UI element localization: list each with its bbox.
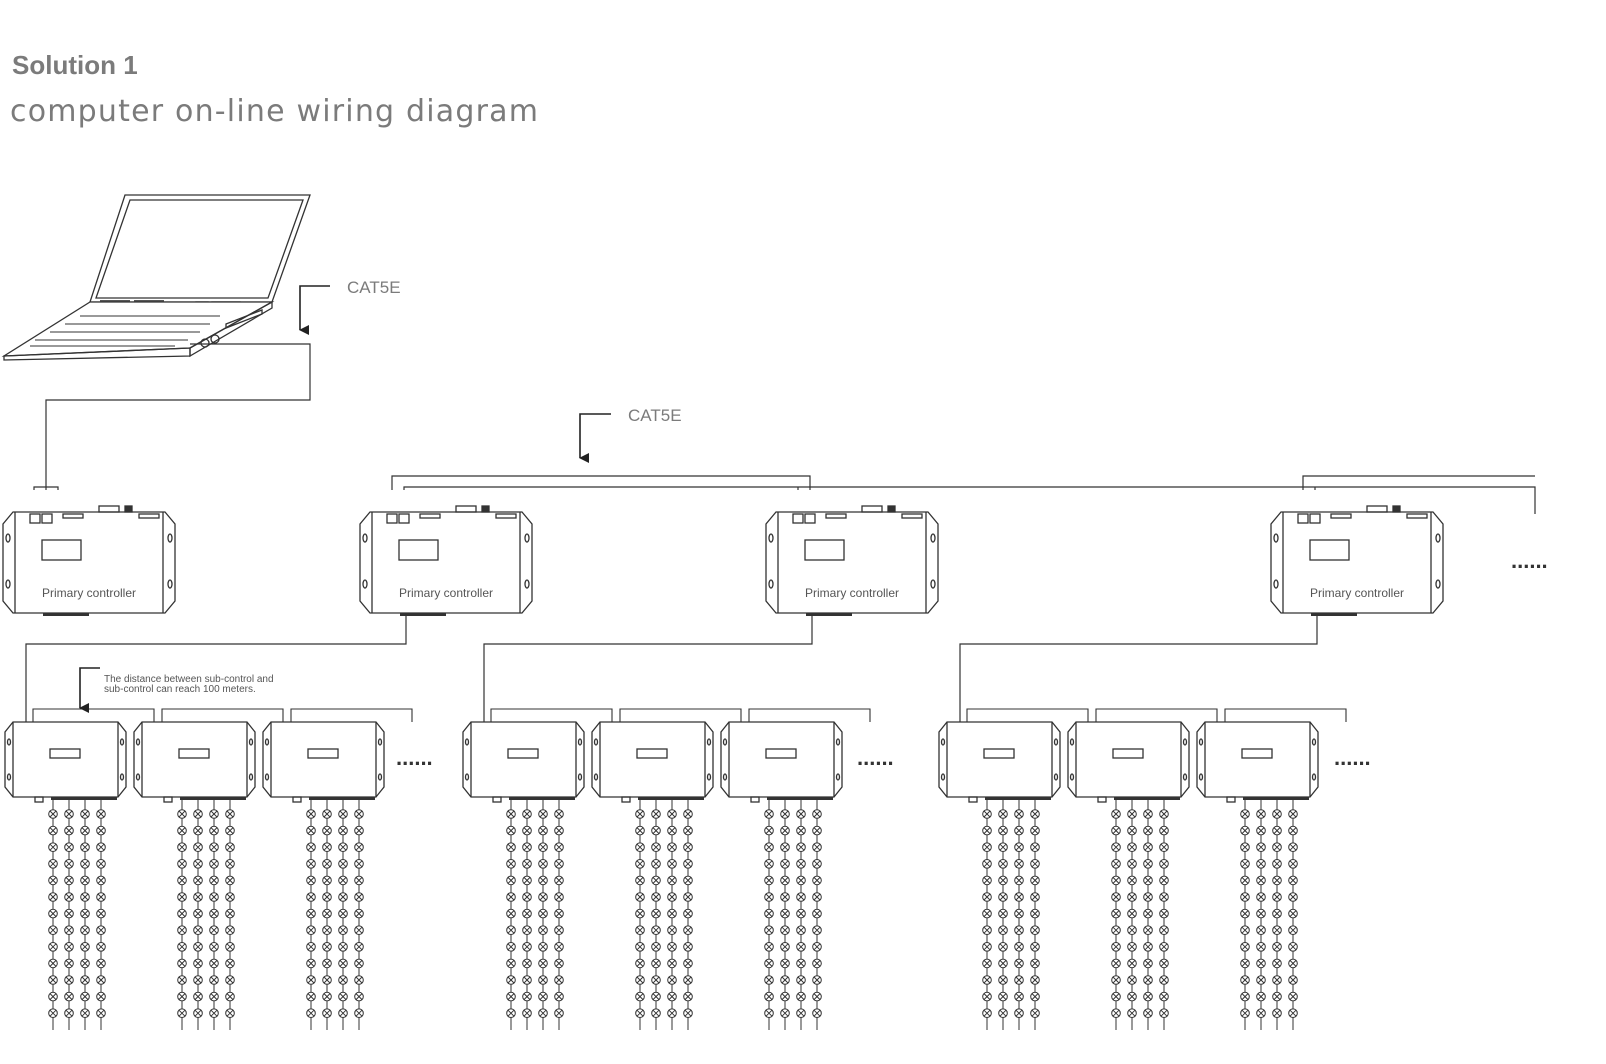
page-subtitle: computer on-line wiring diagram [10, 94, 540, 129]
continuation-group-2: ...... [857, 745, 894, 770]
cable-label-top: CAT5E [347, 278, 401, 297]
sub-controller [462, 708, 613, 803]
light-string [1288, 800, 1298, 1030]
light-string [96, 800, 106, 1030]
light-string [1272, 800, 1282, 1030]
light-string [322, 800, 332, 1030]
sub-controller [262, 708, 413, 803]
light-string [48, 800, 58, 1030]
light-string [193, 800, 203, 1030]
sub-controller [1067, 708, 1218, 803]
primary-controller-label: Primary controller [805, 586, 899, 600]
light-string [338, 800, 348, 1030]
light-strings [48, 800, 1298, 1030]
cat5e-cable-laptop [45, 343, 311, 490]
light-string [354, 800, 364, 1030]
primary-controller: Primary controller [765, 505, 939, 616]
light-string [812, 800, 822, 1030]
light-string [1256, 800, 1266, 1030]
light-string [80, 800, 90, 1030]
light-string [506, 800, 516, 1030]
primary-controller: Primary controller [1270, 505, 1444, 616]
light-string [796, 800, 806, 1030]
light-string [635, 800, 645, 1030]
primary-controller-label: Primary controller [399, 586, 493, 600]
distance-arrow [79, 667, 100, 713]
primary-controller-label: Primary controller [42, 586, 136, 600]
cat5e-bus [33, 475, 1536, 514]
sub-controller [720, 708, 871, 803]
sub-controller [1196, 708, 1347, 803]
distance-note-line2: sub-control can reach 100 meters. [104, 684, 256, 695]
light-string [225, 800, 235, 1030]
primary-to-sub-links [25, 614, 1318, 722]
primary-controller: Primary controller [2, 505, 176, 616]
primary-controller: Primary controller [359, 505, 533, 616]
light-string [306, 800, 316, 1030]
light-string [780, 800, 790, 1030]
continuation-group-3: ...... [1334, 745, 1371, 770]
light-string [998, 800, 1008, 1030]
light-string [764, 800, 774, 1030]
sub-controller [4, 708, 155, 803]
light-string [982, 800, 992, 1030]
light-string [554, 800, 564, 1030]
sub-controllers [4, 708, 1347, 803]
primary-controllers: Primary controller Primary controller Prim… [2, 505, 1444, 616]
light-string [1014, 800, 1024, 1030]
sub-controller [938, 708, 1089, 803]
sub-controller [133, 708, 284, 803]
sub-controller [591, 708, 742, 803]
cable-label-bus: CAT5E [628, 406, 682, 425]
continuation-group-1: ...... [396, 745, 433, 770]
cat5e-arrow-bus [579, 413, 611, 463]
light-string [667, 800, 677, 1030]
light-string [1111, 800, 1121, 1030]
light-string [1143, 800, 1153, 1030]
light-string [1127, 800, 1137, 1030]
light-string [177, 800, 187, 1030]
light-string [651, 800, 661, 1030]
primary-controller-label: Primary controller [1310, 586, 1404, 600]
cat5e-arrow-top [299, 285, 330, 335]
page-title: Solution 1 [12, 50, 138, 80]
light-string [64, 800, 74, 1030]
light-string [1159, 800, 1169, 1030]
light-string [522, 800, 532, 1030]
continuation-primary: ...... [1511, 548, 1548, 573]
light-string [1030, 800, 1040, 1030]
light-string [538, 800, 548, 1030]
light-string [683, 800, 693, 1030]
distance-note-line1: The distance between sub-control and [104, 674, 274, 685]
laptop-icon [1, 194, 311, 361]
light-string [1240, 800, 1250, 1030]
light-string [209, 800, 219, 1030]
